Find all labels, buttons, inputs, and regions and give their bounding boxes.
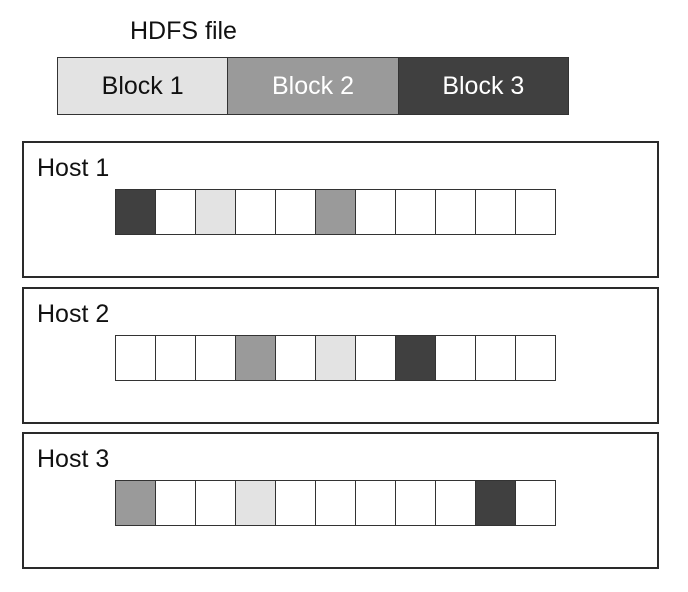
empty-slot <box>395 480 436 526</box>
empty-slot <box>435 189 476 235</box>
empty-slot <box>235 189 276 235</box>
block-3-replica <box>395 335 436 381</box>
empty-slot <box>475 335 516 381</box>
host-3-box: Host 3 <box>22 432 659 569</box>
empty-slot <box>355 480 396 526</box>
block-2-replica <box>315 189 356 235</box>
host-3-slots <box>115 480 556 526</box>
empty-slot <box>315 480 356 526</box>
empty-slot <box>475 189 516 235</box>
empty-slot <box>435 335 476 381</box>
empty-slot <box>395 189 436 235</box>
empty-slot <box>515 480 556 526</box>
block-3-replica <box>475 480 516 526</box>
block-2: Block 2 <box>228 58 399 114</box>
host-1-box: Host 1 <box>22 141 659 278</box>
host-1-slots <box>115 189 556 235</box>
empty-slot <box>275 335 316 381</box>
block-1-replica <box>195 189 236 235</box>
block-1-replica <box>235 480 276 526</box>
empty-slot <box>155 189 196 235</box>
host-3-label: Host 3 <box>37 445 110 473</box>
host-2-slots <box>115 335 556 381</box>
empty-slot <box>275 480 316 526</box>
empty-slot <box>515 335 556 381</box>
empty-slot <box>195 335 236 381</box>
host-1-label: Host 1 <box>37 154 110 182</box>
hdfs-file-title: HDFS file <box>130 17 237 45</box>
block-1: Block 1 <box>58 58 229 114</box>
block-2-replica <box>235 335 276 381</box>
block-2-replica <box>115 480 156 526</box>
block-1-replica <box>315 335 356 381</box>
host-2-box: Host 2 <box>22 287 659 424</box>
empty-slot <box>355 189 396 235</box>
empty-slot <box>435 480 476 526</box>
empty-slot <box>155 335 196 381</box>
empty-slot <box>155 480 196 526</box>
block-3: Block 3 <box>398 58 568 114</box>
empty-slot <box>115 335 156 381</box>
empty-slot <box>195 480 236 526</box>
hdfs-file-bar: Block 1 Block 2 Block 3 <box>57 57 569 115</box>
empty-slot <box>355 335 396 381</box>
empty-slot <box>515 189 556 235</box>
empty-slot <box>275 189 316 235</box>
block-3-replica <box>115 189 156 235</box>
host-2-label: Host 2 <box>37 300 110 328</box>
